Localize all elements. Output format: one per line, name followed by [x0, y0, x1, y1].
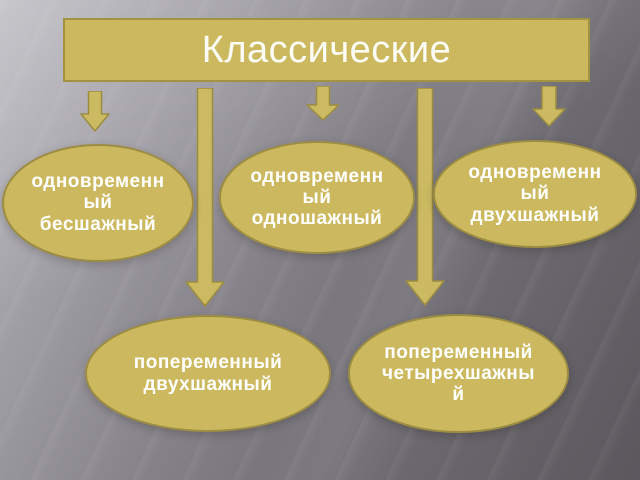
category-title-box: Классические [63, 18, 590, 82]
node-label: попеременный четырехшажны й [382, 341, 535, 406]
node-label: одновременн ый двухшажный [468, 162, 602, 226]
node-label: одновременн ый бесшажный [31, 171, 165, 235]
arrow-to-alternating-four-step-icon [405, 88, 445, 306]
node-label: одновременн ый одношажный [250, 165, 384, 230]
arrow-to-simultaneous-stepless-icon [80, 91, 110, 132]
node-simultaneous-one-step: одновременн ый одношажный [219, 141, 415, 254]
node-alternating-four-step: попеременный четырехшажны й [348, 314, 569, 433]
arrow-to-alternating-two-step-icon [185, 88, 225, 307]
node-label: попеременный двухшажный [133, 352, 283, 395]
node-alternating-two-step: попеременный двухшажный [85, 315, 331, 432]
category-title: Классические [201, 28, 452, 71]
arrow-to-simultaneous-two-step-icon [532, 86, 566, 127]
arrow-to-simultaneous-one-step-icon [306, 86, 340, 121]
node-simultaneous-two-step: одновременн ый двухшажный [433, 140, 637, 248]
node-simultaneous-stepless: одновременн ый бесшажный [2, 144, 194, 262]
